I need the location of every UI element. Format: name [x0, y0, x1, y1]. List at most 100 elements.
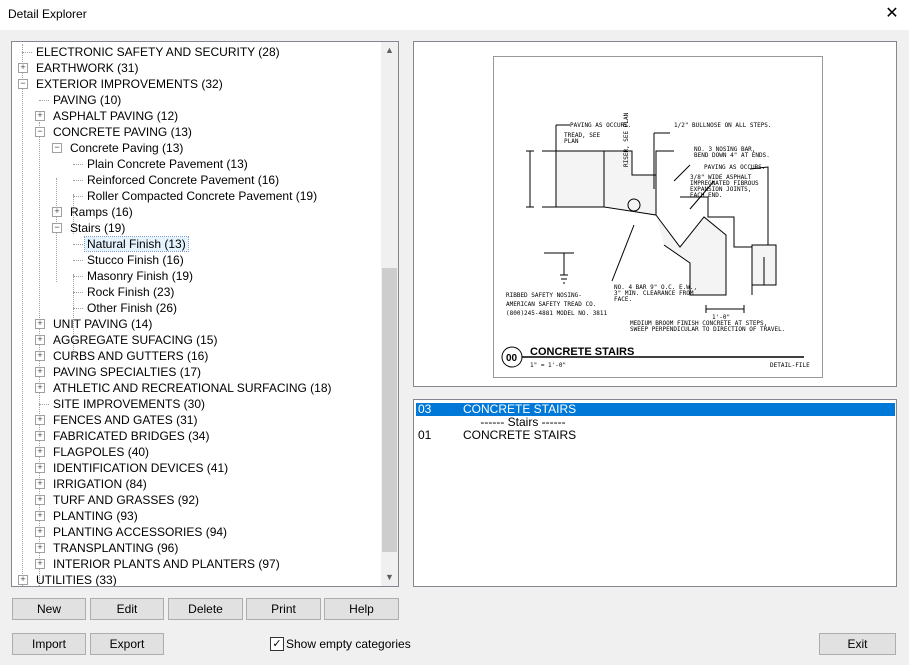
- svg-text:1'-0": 1'-0": [712, 314, 730, 321]
- expand-icon[interactable]: +: [35, 335, 45, 345]
- collapse-icon[interactable]: −: [35, 127, 45, 137]
- expand-icon[interactable]: +: [35, 319, 45, 329]
- tree-item[interactable]: Other Finish (26): [85, 300, 179, 316]
- tree-connector: [39, 100, 49, 101]
- expand-icon[interactable]: +: [35, 447, 45, 457]
- svg-text:PLAN: PLAN: [564, 138, 579, 145]
- tree-connector: [73, 260, 83, 261]
- tree-item[interactable]: PAVING SPECIALTIES (17): [51, 364, 203, 380]
- tree-item-label: PLANTING (93): [53, 509, 138, 523]
- tree-item[interactable]: ATHLETIC AND RECREATIONAL SURFACING (18): [51, 380, 334, 396]
- expand-icon[interactable]: +: [18, 63, 28, 73]
- expand-icon[interactable]: +: [52, 207, 62, 217]
- expand-icon[interactable]: +: [35, 559, 45, 569]
- scroll-thumb[interactable]: [382, 268, 397, 552]
- category-tree[interactable]: ELECTRONIC SAFETY AND SECURITY (28)EARTH…: [11, 41, 399, 587]
- list-item[interactable]: 03 CONCRETE STAIRS: [416, 403, 895, 416]
- svg-text:EACH END.: EACH END.: [690, 192, 723, 199]
- exit-button[interactable]: Exit: [819, 633, 896, 655]
- tree-item[interactable]: CURBS AND GUTTERS (16): [51, 348, 210, 364]
- collapse-icon[interactable]: −: [52, 143, 62, 153]
- tree-item[interactable]: EARTHWORK (31): [34, 60, 140, 76]
- tree-connector: [73, 196, 83, 197]
- scroll-up-icon[interactable]: ▲: [385, 45, 394, 55]
- expand-icon[interactable]: +: [35, 463, 45, 473]
- print-button[interactable]: Print: [246, 598, 321, 620]
- tree-item[interactable]: Rock Finish (23): [85, 284, 176, 300]
- expand-icon[interactable]: +: [35, 543, 45, 553]
- tree-item[interactable]: PLANTING ACCESSORIES (94): [51, 524, 229, 540]
- tree-item[interactable]: Plain Concrete Pavement (13): [85, 156, 250, 172]
- tree-item[interactable]: CONCRETE PAVING (13): [51, 124, 194, 140]
- expand-icon[interactable]: +: [35, 527, 45, 537]
- tree-item[interactable]: UNIT PAVING (14): [51, 316, 154, 332]
- expand-icon[interactable]: +: [35, 511, 45, 521]
- svg-text:AMERICAN SAFETY TREAD CO.: AMERICAN SAFETY TREAD CO.: [506, 301, 596, 308]
- tree-item[interactable]: Roller Compacted Concrete Pavement (19): [85, 188, 319, 204]
- expand-icon[interactable]: +: [35, 111, 45, 121]
- svg-text:RIBBED SAFETY NOSING-: RIBBED SAFETY NOSING-: [506, 292, 582, 299]
- tree-item[interactable]: INTERIOR PLANTS AND PLANTERS (97): [51, 556, 282, 572]
- tree-guide-line: [22, 44, 23, 586]
- tree-item-label: INTERIOR PLANTS AND PLANTERS (97): [53, 557, 280, 571]
- expand-icon[interactable]: +: [35, 479, 45, 489]
- new-button[interactable]: New: [12, 598, 86, 620]
- tree-item-label: IRRIGATION (84): [53, 477, 147, 491]
- tree-item[interactable]: TURF AND GRASSES (92): [51, 492, 201, 508]
- edit-button[interactable]: Edit: [90, 598, 164, 620]
- tree-item-label: PAVING (10): [53, 93, 122, 107]
- tree-item[interactable]: EXTERIOR IMPROVEMENTS (32): [34, 76, 225, 92]
- detail-list[interactable]: 03 CONCRETE STAIRS ------ Stairs ------ …: [413, 399, 897, 587]
- tree-item-label: TRANSPLANTING (96): [53, 541, 179, 555]
- checkbox-check-icon[interactable]: ✓: [270, 637, 284, 651]
- tree-item-label: UNIT PAVING (14): [53, 317, 153, 331]
- tree-item[interactable]: Masonry Finish (19): [85, 268, 195, 284]
- tree-item-label: CURBS AND GUTTERS (16): [53, 349, 209, 363]
- help-button[interactable]: Help: [324, 598, 399, 620]
- tree-item[interactable]: Natural Finish (13): [84, 236, 189, 252]
- scroll-down-icon[interactable]: ▼: [385, 572, 394, 582]
- expand-icon[interactable]: +: [35, 415, 45, 425]
- tree-item[interactable]: FABRICATED BRIDGES (34): [51, 428, 211, 444]
- tree-item[interactable]: SITE IMPROVEMENTS (30): [51, 396, 207, 412]
- tree-scrollbar[interactable]: ▲ ▼: [381, 42, 398, 586]
- svg-text:3/8" WIDE ASPHALT: 3/8" WIDE ASPHALT: [690, 174, 752, 181]
- tree-item[interactable]: Stairs (19): [68, 220, 127, 236]
- svg-text:BEND DOWN 4" AT ENDS.: BEND DOWN 4" AT ENDS.: [694, 152, 770, 159]
- tree-item[interactable]: PLANTING (93): [51, 508, 140, 524]
- expand-icon[interactable]: +: [35, 351, 45, 361]
- export-button[interactable]: Export: [90, 633, 164, 655]
- tree-item[interactable]: Concrete Paving (13): [68, 140, 185, 156]
- collapse-icon[interactable]: −: [18, 79, 28, 89]
- svg-text:1/2" BULLNOSE ON ALL STEPS.: 1/2" BULLNOSE ON ALL STEPS.: [674, 122, 772, 129]
- tree-item[interactable]: IRRIGATION (84): [51, 476, 149, 492]
- tree-item[interactable]: ELECTRONIC SAFETY AND SECURITY (28): [34, 44, 282, 60]
- tree-item[interactable]: IDENTIFICATION DEVICES (41): [51, 460, 230, 476]
- svg-text:EXPANSION JOINTS,: EXPANSION JOINTS,: [690, 186, 751, 193]
- tree-item[interactable]: PAVING (10): [51, 92, 123, 108]
- tree-item[interactable]: Reinforced Concrete Pavement (16): [85, 172, 281, 188]
- title-bar: Detail Explorer ✕: [0, 0, 909, 30]
- expand-icon[interactable]: +: [35, 431, 45, 441]
- expand-icon[interactable]: +: [35, 495, 45, 505]
- collapse-icon[interactable]: −: [52, 223, 62, 233]
- expand-icon[interactable]: +: [35, 367, 45, 377]
- list-item[interactable]: 01 CONCRETE STAIRS: [418, 428, 577, 442]
- tree-item[interactable]: Ramps (16): [68, 204, 135, 220]
- tree-item[interactable]: Stucco Finish (16): [85, 252, 186, 268]
- expand-icon[interactable]: +: [18, 575, 28, 585]
- tree-item[interactable]: FLAGPOLES (40): [51, 444, 151, 460]
- tree-item[interactable]: ASPHALT PAVING (12): [51, 108, 180, 124]
- delete-button[interactable]: Delete: [168, 598, 243, 620]
- tree-guide-line: [73, 194, 74, 234]
- tree-item[interactable]: TRANSPLANTING (96): [51, 540, 180, 556]
- close-icon[interactable]: ✕: [885, 5, 899, 22]
- tree-item[interactable]: UTILITIES (33): [34, 572, 119, 586]
- tree-item[interactable]: AGGREGATE SUFACING (15): [51, 332, 219, 348]
- tree-connector: [73, 308, 83, 309]
- svg-text:MEDIUM BROOM FINISH CONCRETE A: MEDIUM BROOM FINISH CONCRETE AT STEPS,: [630, 320, 767, 327]
- tree-item[interactable]: FENCES AND GATES (31): [51, 412, 199, 428]
- detail-title: CONCRETE STAIRS: [530, 346, 634, 358]
- expand-icon[interactable]: +: [35, 383, 45, 393]
- import-button[interactable]: Import: [12, 633, 86, 655]
